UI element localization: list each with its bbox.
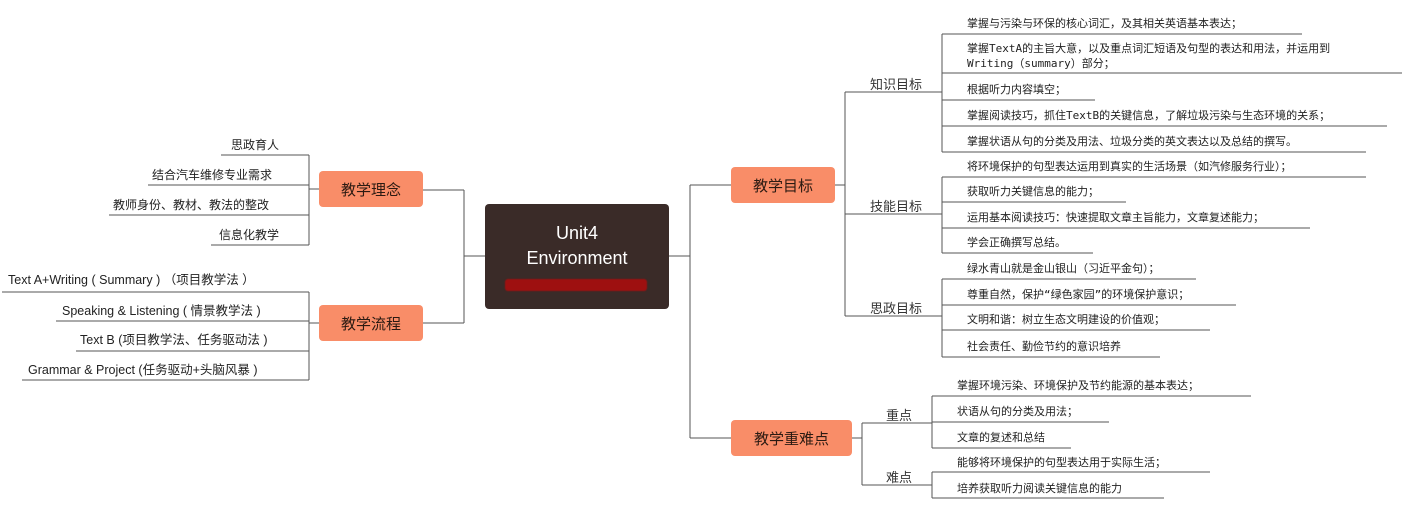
branch-label: 教学目标 <box>752 176 813 195</box>
connector-jineng <box>930 176 1366 254</box>
topic-liucheng-3[interactable]: Text B (项目教学法、任务驱动法 ) <box>80 333 268 347</box>
subtopic-zhongdian[interactable]: 重点 <box>886 409 913 424</box>
subtopic-zhishi-mubiao[interactable]: 知识目标 <box>870 78 923 93</box>
topic-liucheng-1[interactable]: Text A+Writing ( Summary ) （项目教学法 ） <box>8 273 255 287</box>
subtopic-nandian[interactable]: 难点 <box>886 471 913 486</box>
connector-linian <box>109 154 319 246</box>
connector-mubiao <box>835 91 930 317</box>
branch-jiaoxue-linian[interactable]: 教学理念 <box>319 171 423 207</box>
topic-nandian-2[interactable]: 培养获取听力阅读关键信息的能力 <box>957 482 1122 495</box>
branch-label: 教学流程 <box>340 314 401 333</box>
branch-label: 教学理念 <box>340 180 401 199</box>
central-topic[interactable]: Unit4 Environment <box>485 204 669 309</box>
topic-zhishi-4[interactable]: 掌握阅读技巧，抓住TextB的关键信息，了解垃圾污染与生态环境的关系； <box>967 109 1331 122</box>
topic-jineng-3[interactable]: 运用基本阅读技巧：快速提取文章主旨能力，文章复述能力； <box>967 211 1264 224</box>
subtopic-jineng-mubiao[interactable]: 技能目标 <box>870 200 923 215</box>
connector-nandian <box>920 471 1210 499</box>
topic-zhongdian-2[interactable]: 状语从句的分类及用法； <box>957 405 1078 418</box>
topic-nandian-1[interactable]: 能够将环境保护的句型表达用于实际生活； <box>957 456 1166 469</box>
topic-linian-4[interactable]: 信息化教学 <box>219 228 280 242</box>
topic-zhongdian-3[interactable]: 文章的复述和总结 <box>957 431 1045 444</box>
connector-zhishi <box>930 33 1402 153</box>
connector-zhongnan <box>852 422 920 486</box>
connector-center-left <box>423 189 485 324</box>
connector-sizheng <box>930 278 1236 358</box>
topic-zhishi-5[interactable]: 掌握状语从句的分类及用法、垃圾分类的英文表达以及总结的撰写。 <box>967 135 1297 148</box>
redacted-mark <box>505 279 647 291</box>
topic-jineng-2[interactable]: 获取听力关键信息的能力； <box>967 185 1099 198</box>
topic-liucheng-4[interactable]: Grammar & Project (任务驱动+头脑风暴 ) <box>28 363 258 377</box>
topic-linian-1[interactable]: 思政育人 <box>231 138 280 152</box>
topic-zhongdian-1[interactable]: 掌握环境污染、环境保护及节约能源的基本表达； <box>957 379 1199 392</box>
subtopic-sizheng-mubiao[interactable]: 思政目标 <box>870 302 923 317</box>
central-topic-line2: Environment <box>526 248 628 268</box>
branch-label: 教学重难点 <box>753 429 829 448</box>
topic-linian-2[interactable]: 结合汽车维修专业需求 <box>152 168 273 182</box>
branch-jiaoxue-liucheng[interactable]: 教学流程 <box>319 305 423 341</box>
topic-zhishi-1[interactable]: 掌握与污染与环保的核心词汇，及其相关英语基本表达； <box>967 17 1242 30</box>
topic-zhishi-3[interactable]: 根据听力内容填空； <box>967 83 1066 96</box>
topic-sizheng-1[interactable]: 绿水青山就是金山银山（习近平金句）； <box>967 262 1160 275</box>
topic-sizheng-2[interactable]: 尊重自然，保护“绿色家园”的环境保护意识； <box>967 288 1190 301</box>
branch-jiaoxue-mubiao[interactable]: 教学目标 <box>731 167 835 203</box>
branch-jiaoxue-zhongnandian[interactable]: 教学重难点 <box>731 420 852 456</box>
topic-jineng-4[interactable]: 学会正确撰写总结。 <box>967 236 1066 249</box>
topic-liucheng-2[interactable]: Speaking & Listening ( 情景教学法 ) <box>62 304 261 318</box>
topic-zhishi-2[interactable]: 掌握TextA的主旨大意，以及重点词汇短语及句型的表达和用法，并运用到 <box>967 42 1331 55</box>
connector-liucheng <box>2 291 319 381</box>
central-topic-line1: Unit4 <box>555 223 599 243</box>
topic-linian-3[interactable]: 教师身份、教材、教法的整改 <box>113 198 270 212</box>
topic-jineng-1[interactable]: 将环境保护的句型表达运用到真实的生活场景（如汽修服务行业）； <box>967 160 1292 173</box>
connector-center-right <box>669 184 731 439</box>
connector-zhongdian <box>920 395 1251 449</box>
topic-zhishi-2b[interactable]: Writing（summary）部分； <box>967 57 1115 70</box>
topic-sizheng-4[interactable]: 社会责任、勤俭节约的意识培养 <box>967 340 1121 353</box>
topic-sizheng-3[interactable]: 文明和谐：树立生态文明建设的价值观； <box>967 313 1165 326</box>
